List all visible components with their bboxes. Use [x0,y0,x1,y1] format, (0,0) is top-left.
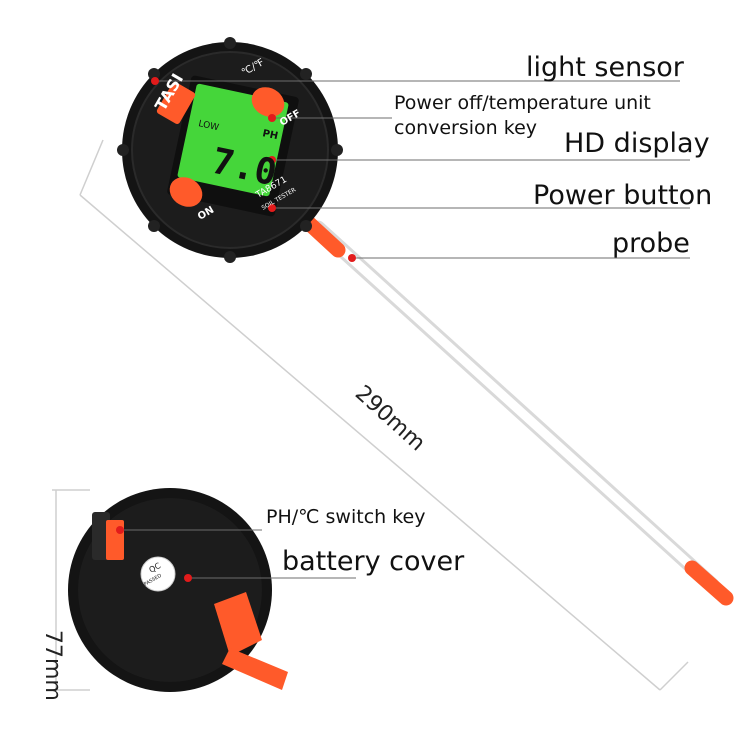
battery-cover-label: battery cover [282,546,465,577]
probe-rod [292,207,734,606]
ph-switch-label: PH/℃ switch key [266,506,426,528]
power-button-label: Power button [533,180,713,211]
length-label: 290mm [350,381,430,456]
power-off-label-line2: conversion key [394,117,538,139]
meter-front [117,37,343,263]
callout-lines [120,80,690,579]
power-off-label-line1: Power off/temperature unit [394,92,651,114]
diameter-label: 77mm [40,630,65,701]
lcd-low-indicator: LOW [197,119,219,133]
light-sensor-label: light sensor [526,52,684,83]
callout-dots [116,77,356,582]
probe-label: probe [612,228,690,259]
diameter-dimension-line [52,489,90,691]
meter-back [68,488,288,692]
length-dimension-line [79,139,689,691]
hd-display-label: HD display [564,128,710,159]
lcd-unit: PH [261,128,279,142]
